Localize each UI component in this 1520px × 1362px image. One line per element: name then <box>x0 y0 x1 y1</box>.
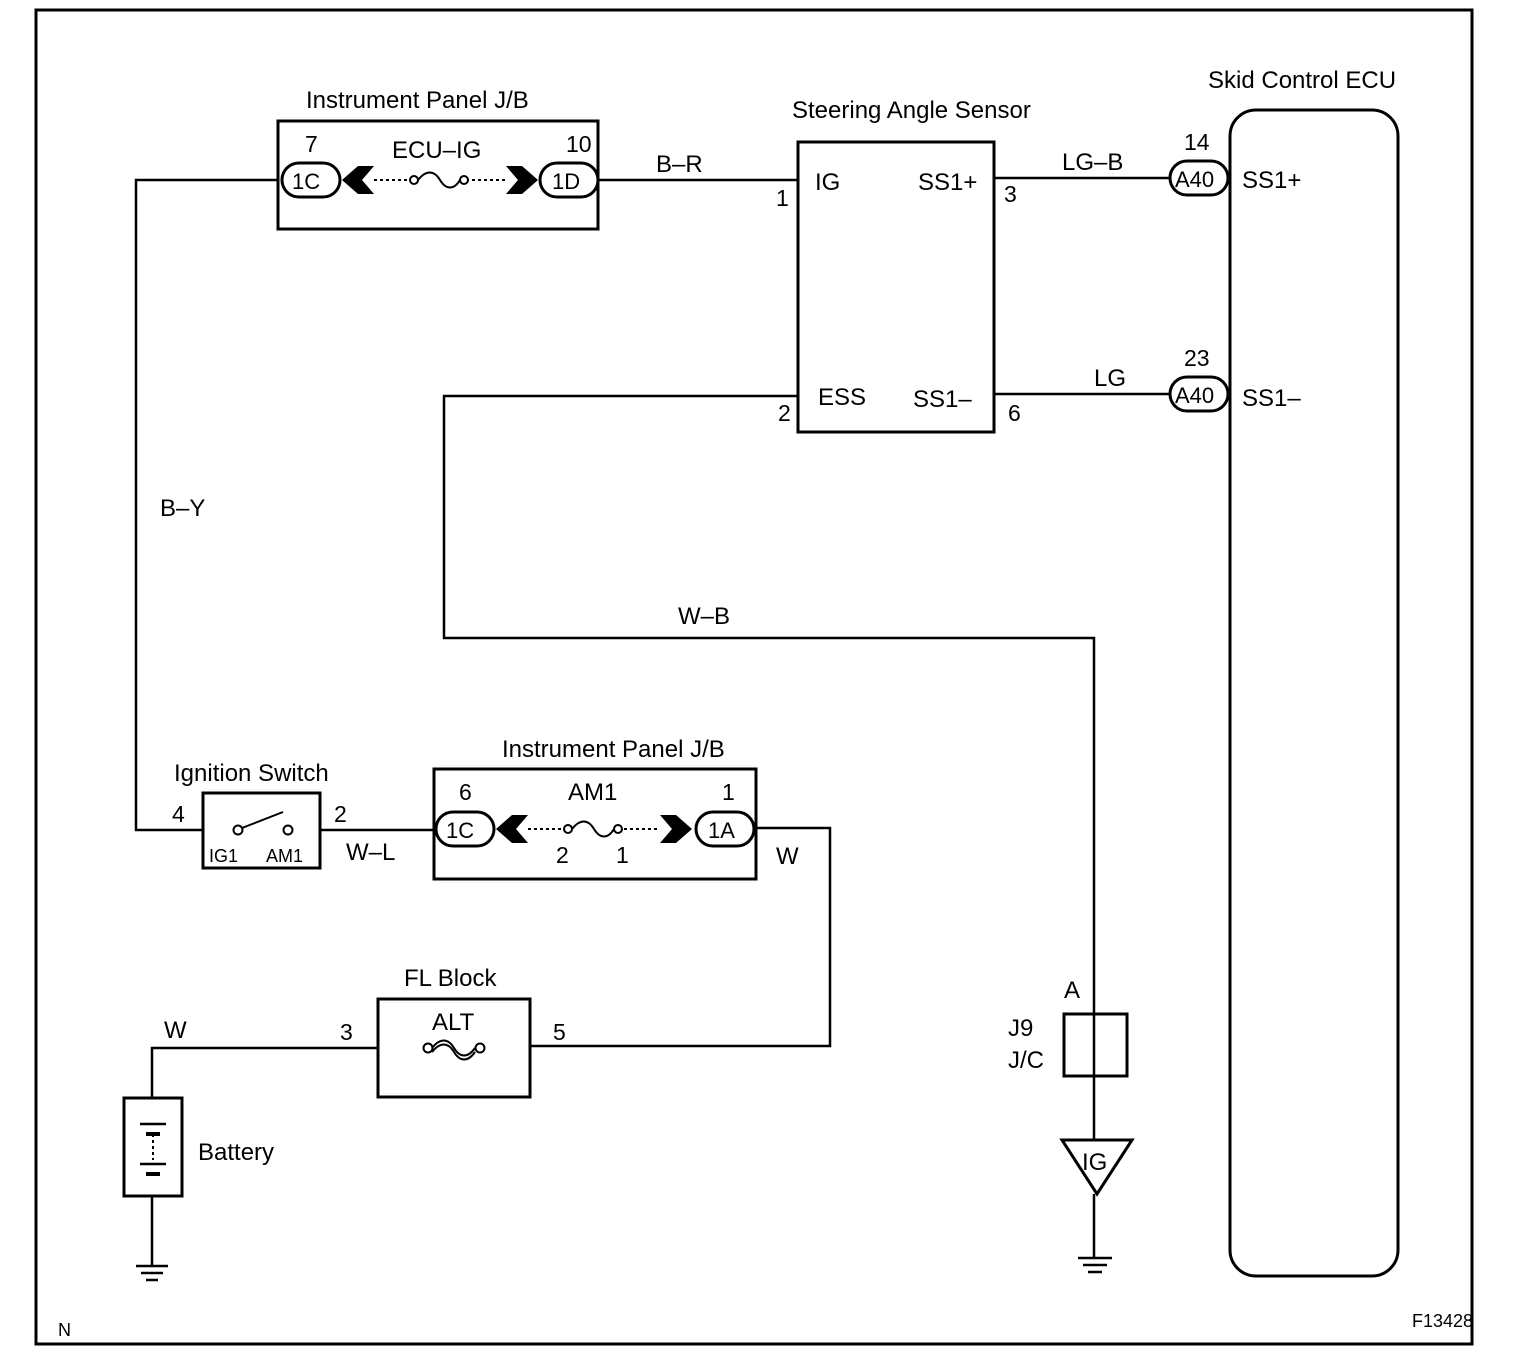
jc-name-jc: J/C <box>1008 1047 1044 1074</box>
connector-a40-bottom-label: A40 <box>1175 383 1214 408</box>
steering-sensor-title: Steering Angle Sensor <box>792 97 1031 124</box>
wire-b-y <box>134 178 282 832</box>
connector-a40-top-label: A40 <box>1175 167 1214 192</box>
connector-1c-top-label: 1C <box>292 169 320 194</box>
terminal-ss1-plus: SS1+ <box>918 169 977 196</box>
pin-ss1-plus: 3 <box>1004 181 1017 207</box>
ig-ground-point-icon <box>1059 1138 1135 1197</box>
connector-a40-top <box>1168 159 1230 197</box>
switch-am1-label: AM1 <box>266 846 303 866</box>
fuse-icon <box>563 820 623 838</box>
fl-block: FL Block ALT 3 5 <box>340 965 566 1099</box>
pin-ess: 2 <box>778 400 791 426</box>
skid-ecu-term-ss1-minus: SS1– <box>1242 385 1301 412</box>
instrument-panel-jb-bottom: Instrument Panel J/B 6 1 1C 1A AM1 2 1 <box>432 736 758 881</box>
fl-block-pin-3: 3 <box>340 1019 353 1045</box>
connector-1a-label: 1A <box>708 818 735 843</box>
jb-top-title: Instrument Panel J/B <box>306 87 529 114</box>
pin-ss1-minus: 6 <box>1008 400 1021 426</box>
ground-icon <box>136 1264 168 1282</box>
wire-label-w-right: W <box>776 843 799 870</box>
female-terminal-icon <box>342 166 374 194</box>
fuse-ecu-ig-label: ECU–IG <box>392 137 481 164</box>
connector-1c-bottom-label: 1C <box>446 818 474 843</box>
connector-a40-bottom <box>1168 375 1230 413</box>
male-terminal-icon <box>660 815 692 843</box>
wire-label-w-l: W–L <box>346 839 395 866</box>
wire-label-b-y: B–Y <box>160 495 205 522</box>
jb-bottom-left-pin: 6 <box>459 779 472 805</box>
connector-1d <box>538 161 600 199</box>
jb-bottom-title: Instrument Panel J/B <box>502 736 725 763</box>
diagram-frame <box>34 8 1474 1346</box>
steering-angle-sensor: Steering Angle Sensor IG SS1+ ESS SS1– 1… <box>776 97 1031 434</box>
ignition-switch-box <box>201 791 322 870</box>
fusible-link-icon <box>422 1039 486 1061</box>
jb-top-right-pin: 10 <box>566 131 592 157</box>
battery-cell-icon <box>140 1122 166 1176</box>
wire-w-battery <box>150 1046 378 1098</box>
connector-1c-top <box>280 161 342 199</box>
battery-label: Battery <box>198 1139 274 1166</box>
terminal-ig: IG <box>815 169 840 196</box>
fuse-icon <box>409 171 469 189</box>
wire-label-lg-b: LG–B <box>1062 149 1123 176</box>
fl-block-title: FL Block <box>404 965 497 992</box>
female-terminal-icon <box>496 815 528 843</box>
wire-label-b-r: B–R <box>656 151 703 178</box>
switch-pin-2: 2 <box>334 801 347 827</box>
battery: Battery <box>122 1096 274 1198</box>
wire-label-lg: LG <box>1094 365 1126 392</box>
skid-ecu-term-ss1-plus: SS1+ <box>1242 167 1301 194</box>
steering-sensor-box <box>796 140 996 434</box>
pin-ig: 1 <box>776 185 789 211</box>
fuse-pin-2: 2 <box>556 842 569 868</box>
terminal-ss1-minus: SS1– <box>913 386 972 413</box>
wire-w-b <box>442 394 1096 1014</box>
connector-1d-label: 1D <box>552 169 580 194</box>
jb-bottom-right-pin: 1 <box>722 779 735 805</box>
switch-contact-icon <box>232 811 294 836</box>
wire-label-w-battery: W <box>164 1017 187 1044</box>
skid-control-ecu: Skid Control ECU 14 A40 SS1+ 23 A40 SS1– <box>1168 67 1400 1278</box>
male-terminal-icon <box>506 166 538 194</box>
wire-label-w-b: W–B <box>678 603 730 630</box>
connector-1a <box>694 810 756 848</box>
jc-box <box>1062 1012 1129 1078</box>
skid-ecu-pin-23: 23 <box>1184 345 1210 371</box>
junction-connector-j9: A J9 J/C IG <box>1008 977 1135 1197</box>
ignition-switch: Ignition Switch IG1 AM1 4 2 <box>172 760 347 870</box>
corner-label-left: N <box>58 1320 71 1340</box>
skid-ecu-pin-14: 14 <box>1184 129 1210 155</box>
skid-ecu-box <box>1228 108 1400 1278</box>
terminal-ess: ESS <box>818 384 866 411</box>
skid-ecu-title: Skid Control ECU <box>1208 67 1396 94</box>
jb-top-left-pin: 7 <box>305 131 318 157</box>
switch-pin-4: 4 <box>172 801 185 827</box>
ground-icon <box>1078 1256 1112 1274</box>
jc-name-j9: J9 <box>1008 1015 1033 1042</box>
ignition-switch-title: Ignition Switch <box>174 760 329 787</box>
fl-block-pin-5: 5 <box>553 1019 566 1045</box>
ig-ground-label: IG <box>1082 1149 1107 1176</box>
connector-1c-bottom <box>434 810 496 848</box>
jc-pin-a: A <box>1064 977 1080 1004</box>
switch-ig1-label: IG1 <box>209 846 238 866</box>
instrument-panel-jb-top: Instrument Panel J/B 7 10 1C 1D ECU–IG <box>276 87 600 231</box>
figure-code: F13428 <box>1412 1311 1473 1331</box>
fuse-am1-label: AM1 <box>568 779 617 806</box>
fuse-alt-label: ALT <box>432 1009 475 1036</box>
wire-w-right <box>530 826 832 1048</box>
fuse-pin-1: 1 <box>616 842 629 868</box>
